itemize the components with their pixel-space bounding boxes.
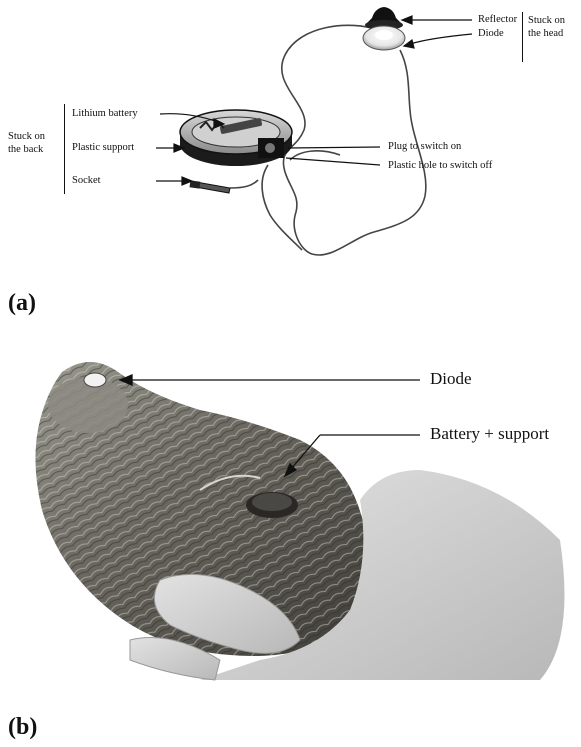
head-group-label: Stuck on the head — [528, 14, 565, 40]
socket — [189, 180, 230, 193]
quail-photo — [35, 362, 564, 680]
reflector-diode — [363, 7, 405, 50]
reflector-label: Reflector — [478, 14, 517, 26]
lithium-battery-label: Lithium battery — [72, 108, 138, 120]
diode-photo-label: Diode — [430, 369, 472, 389]
plastic-support-label: Plastic support — [72, 142, 134, 154]
battery-support-photo-label: Battery + support — [430, 424, 549, 444]
panel-a-label: (a) — [8, 290, 36, 317]
plug-on-label: Plug to switch on — [388, 141, 461, 153]
back-group-label: Stuck on the back — [8, 130, 45, 156]
back-group-bracket — [64, 104, 65, 194]
diode-label: Diode — [478, 28, 504, 40]
panel-b-label: (b) — [8, 714, 37, 741]
hole-off-label: Plastic hole to switch off — [388, 160, 492, 172]
socket-label: Socket — [72, 175, 101, 187]
head-group-bracket — [522, 12, 523, 62]
battery-support — [180, 110, 292, 166]
